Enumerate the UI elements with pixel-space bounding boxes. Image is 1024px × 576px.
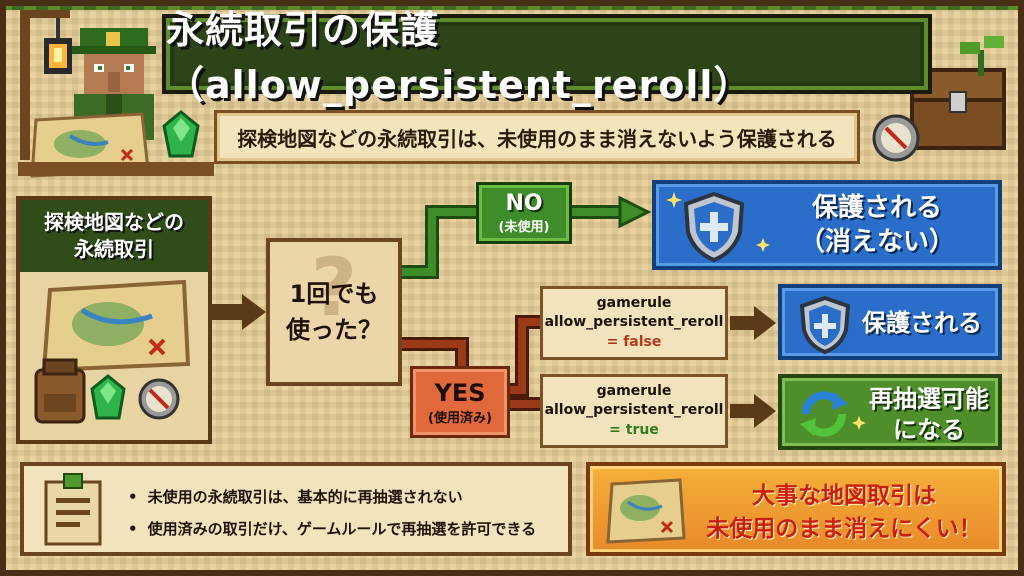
question-line2: 使った？ bbox=[286, 316, 382, 344]
reroll-arrows-icon bbox=[800, 391, 848, 437]
yes-badge: YES (使用済み) bbox=[410, 366, 510, 438]
sparkle-icon bbox=[756, 238, 770, 252]
warning-text: 大事な地図取引は 未使用のまま消えにくい！ bbox=[694, 480, 994, 547]
rule-true-line1: gamerule bbox=[596, 382, 672, 399]
persistent-trade-heading: 探検地図などの 永続取引 bbox=[20, 200, 208, 272]
page-title: 永続取引の保護（allow_persistent_reroll） bbox=[166, 8, 753, 107]
result-reroll-line2: になる bbox=[893, 416, 965, 445]
warning-line1: 大事な地図取引は bbox=[752, 483, 936, 509]
subtitle-box: 探検地図などの永続取引は、未使用のまま消えないよう保護される bbox=[214, 110, 860, 164]
question-box: ? 1回でも 使った？ bbox=[266, 238, 402, 386]
shield-icon bbox=[683, 191, 745, 263]
rule-false-line1: gamerule bbox=[596, 294, 672, 311]
result-protected-text: 保護される （消えない） bbox=[766, 192, 988, 260]
emerald-icon bbox=[90, 374, 126, 420]
desk bbox=[18, 162, 214, 176]
title-banner: 永続取引の保護（allow_persistent_reroll） bbox=[162, 8, 932, 107]
note-paper-icon bbox=[44, 473, 102, 546]
persistent-trade-panel: 探検地図などの 永続取引 bbox=[16, 196, 212, 444]
yes-label: YES bbox=[434, 378, 486, 407]
sparkle-icon bbox=[852, 416, 866, 430]
no-badge: NO (未使用) bbox=[476, 182, 572, 244]
result-reroll-line1: 再抽選可能 bbox=[869, 385, 989, 413]
yes-sub-label: (使用済み) bbox=[428, 410, 492, 426]
result-false-label: 保護される bbox=[862, 309, 982, 337]
shield-icon bbox=[799, 295, 851, 355]
treasure-map-icon bbox=[606, 478, 686, 544]
subtitle: 探検地図などの永続取引は、未使用のまま消えないよう保護される bbox=[237, 126, 837, 151]
lantern-icon bbox=[20, 10, 72, 160]
backpack-icon bbox=[34, 358, 86, 424]
note-item-1: 未使用の永続取引は、基本的に再抽選されない bbox=[128, 486, 463, 507]
rule-false-value: = false bbox=[606, 333, 662, 350]
warning-line2: 未使用のまま消えにくい！ bbox=[706, 516, 982, 543]
panel-title-line2: 永続取引 bbox=[74, 237, 154, 261]
result-protected-box: 保護される （消えない） bbox=[652, 180, 1002, 270]
result-false-box: 保護される bbox=[778, 284, 1002, 360]
rule-true-box: gamerule allow_persistent_reroll = true bbox=[540, 374, 728, 448]
note-item-2: 使用済みの取引だけ、ゲームルールで再抽選を許可できる bbox=[128, 518, 537, 539]
warning-box: 大事な地図取引は 未使用のまま消えにくい！ bbox=[586, 462, 1006, 556]
rule-true-line2: allow_persistent_reroll bbox=[544, 402, 724, 419]
no-label: NO bbox=[505, 191, 543, 216]
compass-icon bbox=[872, 114, 920, 162]
arrow-true-to-result bbox=[730, 394, 776, 428]
no-path bbox=[402, 195, 652, 279]
treasure-map-icon bbox=[41, 279, 191, 373]
arrow-to-question bbox=[212, 294, 266, 330]
yes-path bbox=[402, 315, 540, 411]
question-line1: 1回でも bbox=[289, 280, 379, 308]
sparkle-icon bbox=[666, 192, 682, 208]
emerald-icon bbox=[162, 110, 200, 158]
plant-icon bbox=[960, 36, 1004, 76]
panel-title-line1: 探検地図などの bbox=[44, 210, 184, 234]
result-protected-line2: （消えない） bbox=[798, 226, 955, 257]
rule-false-box: gamerule allow_persistent_reroll = false bbox=[540, 286, 728, 360]
result-reroll-box: 再抽選可能 になる bbox=[778, 374, 1002, 450]
result-reroll-text: 再抽選可能 になる bbox=[866, 384, 992, 446]
arrow-false-to-result bbox=[730, 306, 776, 340]
notes-box: 未使用の永続取引は、基本的に再抽選されない 使用済みの取引だけ、ゲームルールで再… bbox=[20, 462, 572, 556]
no-sub-label: (未使用) bbox=[498, 220, 550, 235]
compass-icon bbox=[138, 378, 180, 420]
rule-true-value: = true bbox=[609, 421, 659, 438]
result-protected-line1: 保護される bbox=[811, 193, 942, 223]
rule-false-line2: allow_persistent_reroll bbox=[544, 314, 724, 331]
question-mark-icon: ? bbox=[310, 241, 358, 334]
